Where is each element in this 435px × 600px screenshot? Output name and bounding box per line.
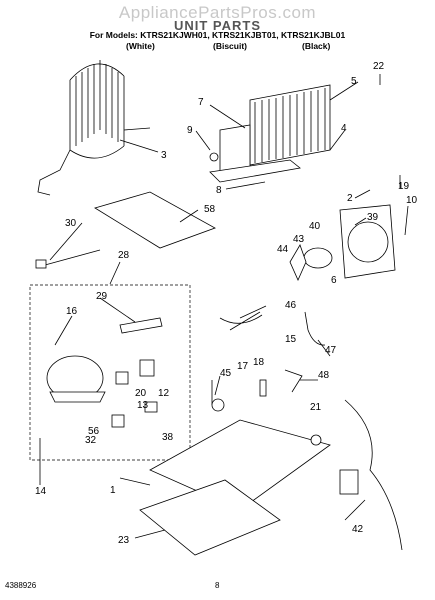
callout-3: 3: [161, 150, 167, 161]
filter-drier: [119, 317, 163, 334]
wiring-harness: [344, 399, 403, 551]
fan-motor: [303, 247, 333, 269]
power-cord: [44, 249, 101, 266]
variant-white: (White): [126, 41, 155, 51]
callout-30: 30: [65, 218, 77, 229]
shroud-opening: [347, 221, 389, 263]
callout-18: 18: [253, 357, 265, 368]
page-number: 8: [215, 581, 220, 590]
callout-43: 43: [293, 234, 305, 245]
tube-47: [304, 311, 326, 346]
callout-20: 20: [135, 388, 147, 399]
leader-lines: [49, 74, 409, 539]
capacitor: [111, 414, 125, 428]
watermark: AppliancePartsPros.com: [118, 3, 317, 22]
fastener: [259, 379, 267, 397]
callout-44: 44: [277, 244, 289, 255]
grommet: [211, 398, 225, 412]
callout-12: 12: [158, 388, 170, 399]
tube-48: [284, 369, 303, 393]
callout-9: 9: [187, 125, 193, 136]
callout-22: 22: [373, 61, 385, 72]
overload: [115, 371, 129, 385]
callout-7: 7: [198, 97, 204, 108]
diagram-title: UNIT PARTS: [173, 18, 262, 33]
callout-45: 45: [220, 368, 232, 379]
bottom-cover: [139, 479, 281, 556]
callout-28: 28: [118, 250, 130, 261]
callout-8: 8: [216, 185, 222, 196]
callout-1: 1: [110, 485, 116, 496]
drain-pan: [94, 191, 216, 249]
callout-47: 47: [325, 345, 337, 356]
callout-21: 21: [310, 402, 322, 413]
callout-23: 23: [118, 535, 130, 546]
callout-48: 48: [318, 370, 330, 381]
model-list: For Models: KTRS21KJWH01, KTRS21KJBT01, …: [89, 30, 346, 40]
callout-labels: 22 5 7 9 4 3 8 2 19 58 10 30 39 28 40 44…: [35, 61, 418, 546]
callout-6: 6: [331, 275, 337, 286]
callout-40: 40: [309, 221, 321, 232]
callout-38: 38: [162, 432, 174, 443]
callout-14: 14: [35, 486, 47, 497]
callout-32: 32: [85, 435, 97, 446]
variant-black: (Black): [302, 41, 331, 51]
harness-connector: [339, 469, 359, 495]
callout-42: 42: [352, 524, 364, 535]
callout-39: 39: [367, 212, 379, 223]
callout-10: 10: [406, 195, 418, 206]
callout-19: 19: [398, 181, 410, 192]
tube-46: [219, 311, 263, 331]
condenser-coil: [37, 60, 151, 196]
callout-46: 46: [285, 300, 297, 311]
callout-4: 4: [341, 123, 347, 134]
variant-biscuit: (Biscuit): [213, 41, 247, 51]
callout-17: 17: [237, 361, 249, 372]
compressor-base: [49, 391, 106, 403]
document-part-number: 4388926: [5, 581, 37, 590]
callout-16: 16: [66, 306, 78, 317]
cord-plug: [35, 259, 47, 269]
callout-29: 29: [96, 291, 108, 302]
terminal-cover: [144, 401, 158, 413]
callout-5: 5: [351, 76, 357, 87]
nut: [310, 434, 322, 446]
relay: [139, 359, 155, 377]
callout-13: 13: [137, 400, 149, 411]
callout-58: 58: [204, 204, 216, 215]
callout-2: 2: [347, 193, 353, 204]
evaporator-assembly: [209, 84, 331, 183]
callout-15: 15: [285, 334, 297, 345]
fan-blade: [289, 244, 307, 281]
callout-56: 56: [88, 426, 100, 437]
